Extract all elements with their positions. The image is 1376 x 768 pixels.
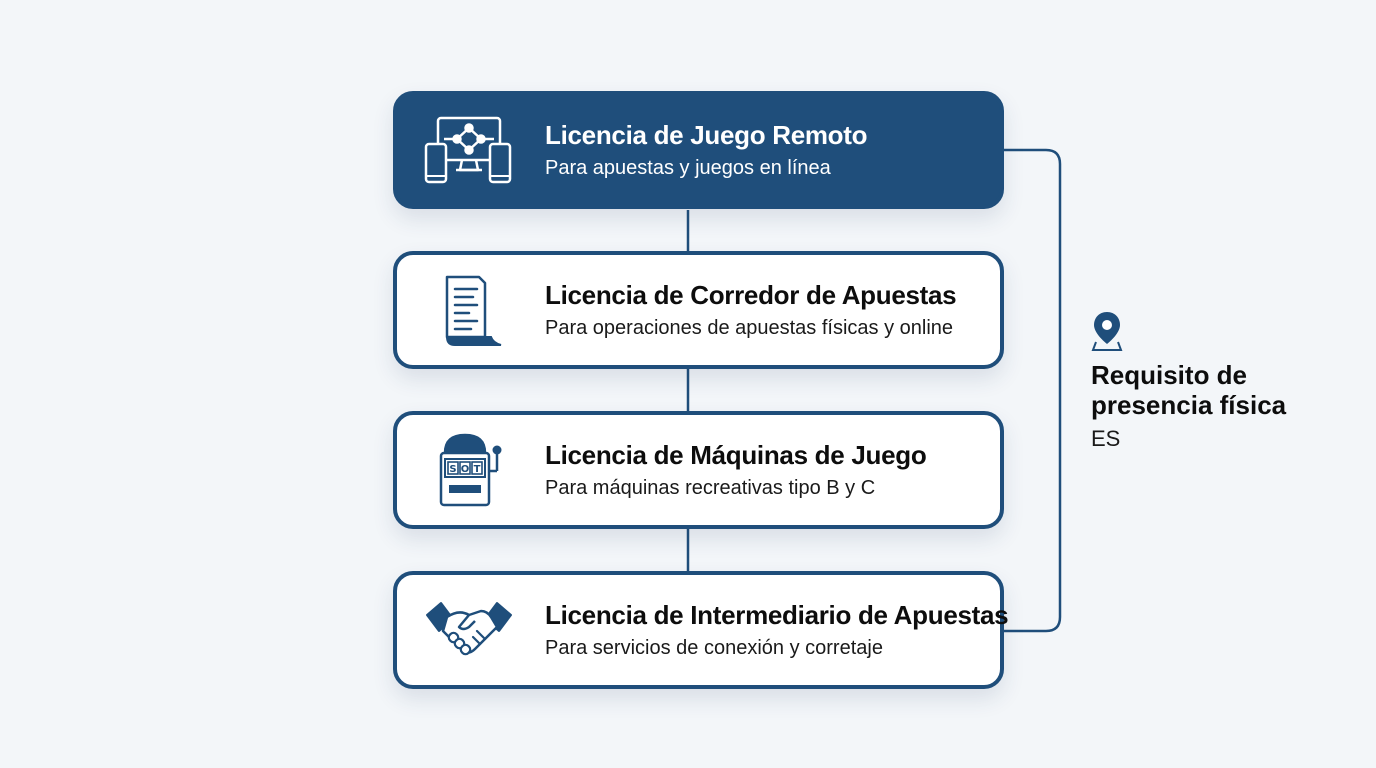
license-title: Licencia de Corredor de Apuestas (545, 280, 957, 310)
license-title: Licencia de Intermediario de Apuestas (545, 600, 1009, 630)
betting-slip-icon (421, 270, 517, 350)
handshake-icon (421, 590, 517, 670)
physical-presence-note: Requisito de presencia física ES (1091, 310, 1341, 452)
svg-text:S: S (449, 464, 456, 475)
license-subtitle: Para máquinas recreativas tipo B y C (545, 477, 876, 499)
country-code: ES (1091, 426, 1121, 451)
remote-devices-icon (421, 110, 517, 190)
license-card-gaming-machines: S O T Licencia de Máquinas de Juego Para… (393, 411, 1004, 529)
location-pin-icon (1091, 310, 1123, 352)
license-subtitle: Para apuestas y juegos en línea (545, 157, 831, 179)
license-title: Licencia de Juego Remoto (545, 120, 868, 150)
svg-text:T: T (474, 464, 481, 475)
svg-text:O: O (461, 464, 470, 475)
license-subtitle: Para operaciones de apuestas físicas y o… (545, 317, 954, 339)
license-card-remote-gaming: Licencia de Juego Remoto Para apuestas y… (393, 91, 1004, 209)
physical-presence-title: Requisito de presencia física (1091, 360, 1287, 420)
license-subtitle: Para servicios de conexión y corretaje (545, 637, 883, 659)
slot-machine-icon: S O T (421, 430, 517, 510)
license-card-bookmaker: Licencia de Corredor de Apuestas Para op… (393, 251, 1004, 369)
license-title: Licencia de Máquinas de Juego (545, 440, 927, 470)
license-card-betting-intermediary: Licencia de Intermediario de Apuestas Pa… (393, 571, 1009, 689)
